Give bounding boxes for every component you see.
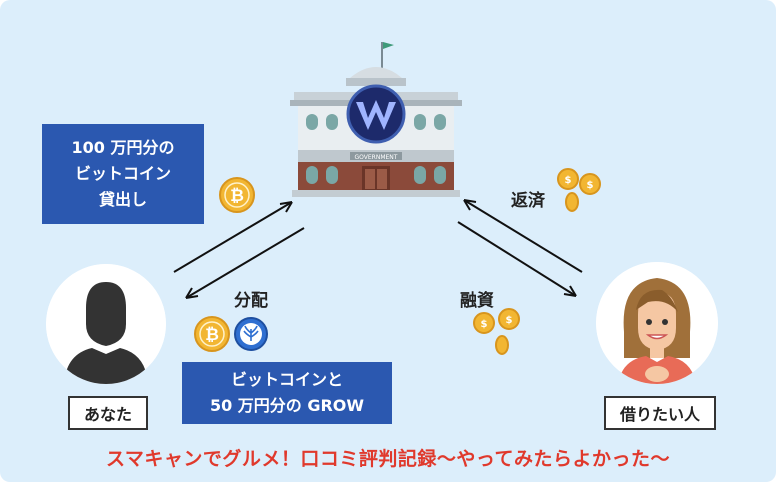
arrow-icon [452, 192, 588, 302]
lend-box: 100 万円分の ビットコイン 貸出し [42, 124, 204, 224]
arrow-icon [168, 196, 308, 306]
reward-line-1: ビットコインと [230, 370, 343, 389]
svg-text:$: $ [506, 315, 513, 326]
svg-text:$: $ [587, 180, 594, 191]
person-silhouette-icon [46, 264, 166, 384]
woman-avatar-icon [596, 262, 718, 384]
lend-line-3: 貸出し [98, 190, 147, 209]
lend-line-1: 100 万円分の [71, 138, 175, 157]
svg-text:₿: ₿ [230, 186, 244, 206]
svg-text:₿: ₿ [205, 325, 219, 345]
bitcoin-icon: ₿ [194, 316, 230, 352]
svg-text:$: $ [481, 319, 488, 330]
svg-text:$: $ [565, 175, 572, 186]
borrower-label: 借りたい人 [604, 396, 716, 430]
financing-label: 融資 [460, 291, 494, 311]
repayment-label: 返済 [511, 191, 545, 211]
bank-building-icon: GOVERNMENT [290, 38, 462, 198]
gold-coin-icon: $ $ [472, 308, 522, 356]
you-label: あなた [68, 396, 148, 430]
grow-token-icon [234, 317, 268, 351]
distribution-label: 分配 [234, 291, 268, 311]
gold-coin-icon: $ $ [554, 166, 604, 212]
reward-box: ビットコインと 50 万円分の GROW [182, 362, 392, 424]
lend-line-2: ビットコイン [74, 164, 171, 183]
government-sign: GOVERNMENT [355, 154, 398, 161]
bitcoin-icon: ₿ [219, 177, 255, 213]
caption-text: スマキャンでグルメ！口コミ評判記録〜やってみたらよかった〜 [106, 448, 670, 470]
reward-line-2: 50 万円分の GROW [209, 396, 365, 415]
